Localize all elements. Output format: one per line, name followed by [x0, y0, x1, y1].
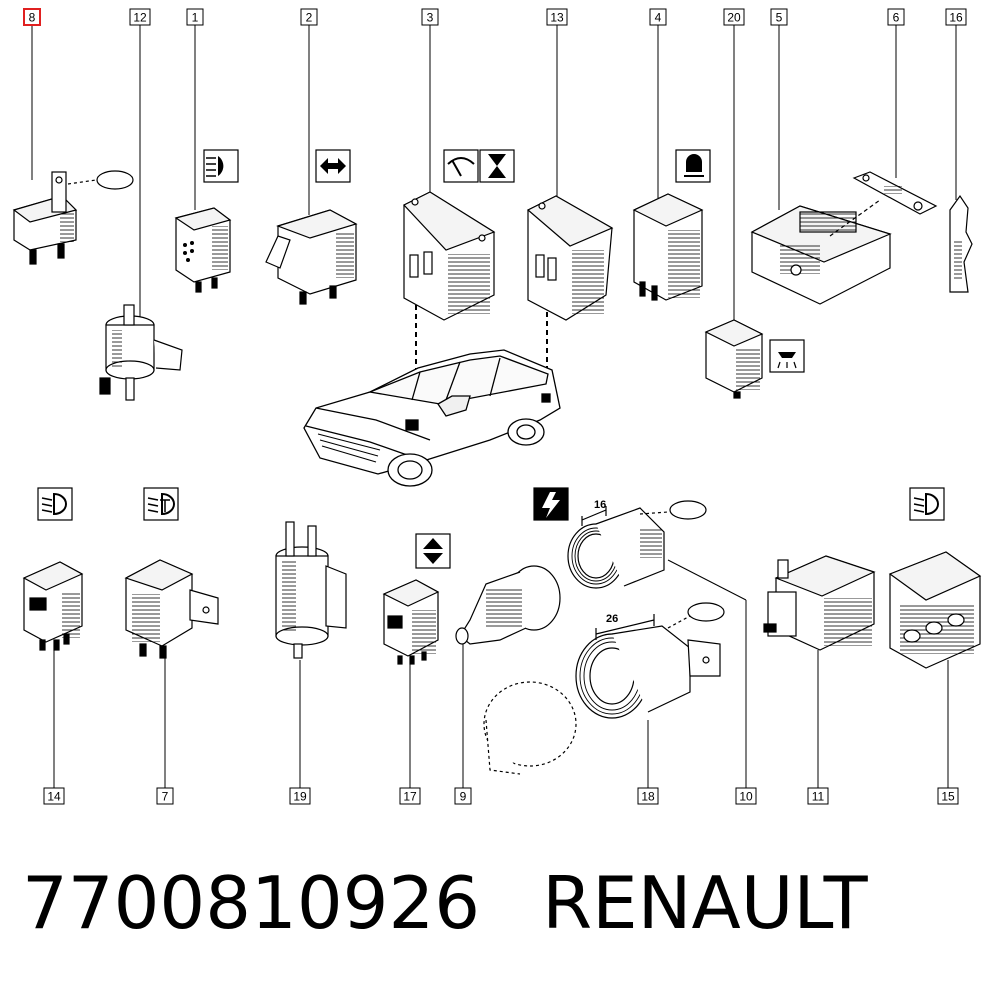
leader-lines-bottom [53, 559, 949, 788]
filter-19 [275, 521, 347, 659]
footer: 7700810926 RENAULT [22, 858, 982, 958]
relay-2 [265, 209, 358, 305]
callout-label-5: 5 [776, 11, 783, 25]
callout-4: 4 [649, 8, 667, 26]
callout-label-17: 17 [403, 790, 417, 804]
turn-signal-icon [315, 149, 351, 183]
dimension-26: 26 [606, 613, 618, 625]
callout-2: 2 [300, 8, 318, 26]
callout-11: 11 [807, 787, 829, 805]
up-down-arrow-icon [415, 533, 451, 569]
connector-18 [575, 602, 725, 719]
callout-label-19: 19 [293, 790, 307, 804]
callout-label-9: 9 [460, 790, 467, 804]
relay-14 [22, 561, 84, 651]
rear-fog-icon [143, 487, 179, 521]
car-illustration [303, 349, 561, 487]
dipped-beam-icon-14 [37, 487, 73, 521]
callout-6: 6 [887, 8, 905, 26]
callout-label-1: 1 [192, 11, 199, 25]
relay-7 [124, 559, 219, 659]
relay-4 [632, 193, 704, 301]
callout-label-6: 6 [893, 11, 900, 25]
callout-label-8: 8 [29, 11, 36, 25]
callout-label-11: 11 [812, 790, 825, 804]
dipped-beam-icon-15 [909, 487, 945, 521]
callout-10: 10 [735, 787, 757, 805]
leader-lines-top [31, 25, 957, 330]
relay-11 [763, 555, 876, 651]
callout-label-7: 7 [162, 790, 169, 804]
callout-label-2: 2 [306, 11, 313, 25]
callout-16: 16 [945, 8, 967, 26]
callout-label-15: 15 [941, 790, 955, 804]
relay-box-15 [888, 551, 982, 669]
callout-13: 13 [546, 8, 568, 26]
connector-10 [567, 500, 707, 589]
callout-20: 20 [723, 8, 745, 26]
bracket-6 [852, 171, 938, 215]
relay-3 [403, 191, 496, 321]
callout-15: 15 [937, 787, 959, 805]
relay-holder-5 [750, 199, 892, 305]
part-number: 7700810926 [22, 861, 481, 945]
lightning-icon [533, 487, 569, 521]
callout-19: 19 [289, 787, 311, 805]
callout-14: 14 [43, 787, 65, 805]
fog-lamp-icon [675, 149, 711, 183]
wiper-icon [443, 149, 479, 183]
dashed-links [415, 305, 548, 445]
clip-16 [949, 194, 973, 293]
relay-17 [382, 579, 440, 665]
callout-12: 12 [129, 8, 151, 26]
hourglass-icon [479, 149, 515, 183]
callout-17: 17 [399, 787, 421, 805]
interior-light-icon [769, 339, 805, 373]
callout-18: 18 [637, 787, 659, 805]
callout-label-10: 10 [739, 790, 753, 804]
brand-name: RENAULT [542, 861, 868, 945]
callout-1: 1 [186, 8, 204, 26]
callout-label-12: 12 [133, 11, 147, 25]
callout-7: 7 [156, 787, 174, 805]
relay-1 [174, 207, 232, 293]
callout-label-16: 16 [949, 11, 963, 25]
relay-8 [12, 170, 134, 265]
dimension-16: 16 [594, 499, 606, 511]
solenoid-valve-12 [99, 304, 183, 401]
callout-3: 3 [421, 8, 439, 26]
headlamp-icon [203, 149, 239, 183]
callout-8: 8 [23, 8, 41, 26]
callout-label-14: 14 [47, 790, 61, 804]
relay-13 [526, 195, 614, 321]
callout-label-4: 4 [655, 11, 662, 25]
bulb-holder-9 [455, 565, 577, 775]
callout-label-13: 13 [550, 11, 564, 25]
callout-label-3: 3 [427, 11, 434, 25]
callout-label-18: 18 [641, 790, 655, 804]
callout-9: 9 [454, 787, 472, 805]
relay-20 [704, 319, 764, 399]
callout-label-20: 20 [727, 11, 741, 25]
callout-5: 5 [770, 8, 788, 26]
